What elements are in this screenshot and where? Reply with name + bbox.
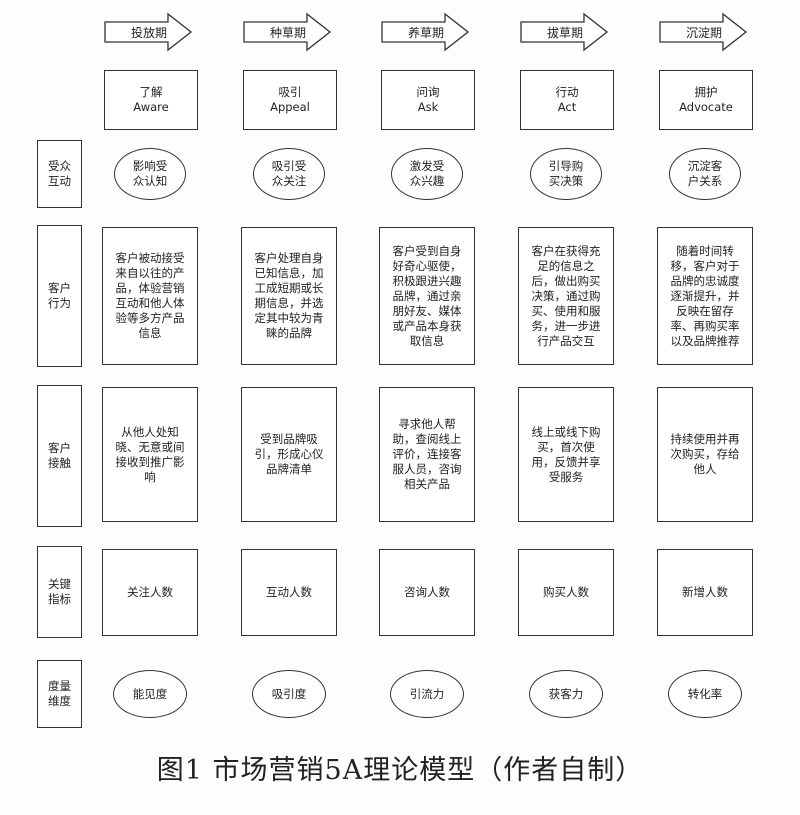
customer-touch-box: 线上或线下购买，首次使用，反馈并享受服务 xyxy=(518,387,614,522)
customer-behavior-box: 客户受到自身好奇心驱使，积极跟进兴趣品牌，通过亲朋好友、媒体或产品本身获取信息 xyxy=(379,227,475,365)
stage-name-cn: 吸引 xyxy=(278,85,302,99)
stage-name-en: Aware xyxy=(133,100,169,114)
phase-label: 拔草期 xyxy=(546,25,583,40)
ellipse-text: 影响受众认知 xyxy=(132,159,168,188)
row-label-measurement: 度量维度 xyxy=(37,660,82,728)
row-label-text: 受众互动 xyxy=(48,159,71,188)
key-metrics-box: 购买人数 xyxy=(518,549,614,636)
customer-touch-box: 从他人处知晓、无意或间接收到推广影响 xyxy=(102,387,198,522)
ellipse-text: 激发受众兴趣 xyxy=(409,159,445,188)
customer-behavior-box: 客户在获得充足的信息之后，做出购买决策，通过购买、使用和服务，进一步进行产品交互 xyxy=(518,227,614,365)
phase-label: 养草期 xyxy=(407,25,444,40)
stage-name-cn: 行动 xyxy=(555,85,579,99)
customer-behavior-box: 客户被动接受来自以往的产品，体验营销互动和他人体验等多方产品信息 xyxy=(102,227,198,365)
ellipse-text: 能见度 xyxy=(132,686,168,701)
stage-name-cn: 问询 xyxy=(416,85,440,99)
ellipse-text: 获客力 xyxy=(548,686,584,701)
measurement-ellipse: 吸引度 xyxy=(252,670,326,718)
ellipse-text: 引流力 xyxy=(409,686,445,701)
customer-touch-box: 持续使用并再次购买，存给他人 xyxy=(657,387,753,522)
customer-touch-box: 受到品牌吸引，形成心仪品牌清单 xyxy=(241,387,337,522)
figure-caption: 图1 市场营销5A理论模型（作者自制） xyxy=(156,755,644,786)
phase-arrow: 沉淀期 xyxy=(659,12,749,52)
audience-interaction-ellipse: 沉淀客户关系 xyxy=(669,148,741,200)
measurement-ellipse: 能见度 xyxy=(113,670,187,718)
ellipse-text: 引导购买决策 xyxy=(548,159,584,188)
ellipse-text: 吸引度 xyxy=(271,686,307,701)
phase-label: 沉淀期 xyxy=(685,25,722,40)
phase-arrow: 投放期 xyxy=(104,12,194,52)
audience-interaction-ellipse: 激发受众兴趣 xyxy=(391,148,463,200)
stage-name-en: Advocate xyxy=(679,100,733,114)
key-metrics-box: 关注人数 xyxy=(102,549,198,636)
stage-name-en: Act xyxy=(557,100,577,114)
ellipse-text: 吸引受众关注 xyxy=(271,159,307,188)
stage-name-en: Appeal xyxy=(270,100,310,114)
row-label-text: 度量维度 xyxy=(48,679,71,708)
key-metrics-box: 互动人数 xyxy=(241,549,337,636)
customer-behavior-box: 客户处理自身已知信息，加工成短期或长期信息，并选定其中较为青睐的品牌 xyxy=(241,227,337,365)
row-label-text: 客户行为 xyxy=(48,281,71,310)
stage-name-en: Ask xyxy=(417,100,439,114)
measurement-ellipse: 转化率 xyxy=(668,670,742,718)
row-label-text: 客户接触 xyxy=(48,441,71,470)
row-label-customer-behavior: 客户行为 xyxy=(37,225,82,367)
phase-arrow: 拔草期 xyxy=(520,12,610,52)
measurement-ellipse: 引流力 xyxy=(390,670,464,718)
audience-interaction-ellipse: 引导购买决策 xyxy=(530,148,602,200)
phase-arrow: 种草期 xyxy=(243,12,333,52)
measurement-ellipse: 获客力 xyxy=(529,670,603,718)
phase-label: 投放期 xyxy=(130,25,167,40)
customer-behavior-box: 随着时间转移，客户对于品牌的忠诚度逐渐提升，并反映在留存率、再购买率以及品牌推荐 xyxy=(657,227,753,365)
key-metrics-box: 咨询人数 xyxy=(379,549,475,636)
stage-name-cn: 拥护 xyxy=(694,85,718,99)
row-label-customer-touch: 客户接触 xyxy=(37,385,82,527)
row-label-key-metrics: 关键指标 xyxy=(37,546,82,638)
row-label-audience-interaction: 受众互动 xyxy=(37,140,82,208)
audience-interaction-ellipse: 吸引受众关注 xyxy=(253,148,325,200)
ellipse-text: 沉淀客户关系 xyxy=(687,159,723,188)
stage-name-cn: 了解 xyxy=(139,85,163,99)
phase-label: 种草期 xyxy=(269,25,306,40)
key-metrics-box: 新增人数 xyxy=(657,549,753,636)
row-label-text: 关键指标 xyxy=(48,577,71,606)
ellipse-text: 转化率 xyxy=(687,686,723,701)
audience-interaction-ellipse: 影响受众认知 xyxy=(114,148,186,200)
customer-touch-box: 寻求他人帮助，查阅线上评价，连接客服人员，咨询相关产品 xyxy=(379,387,475,522)
phase-arrow: 养草期 xyxy=(381,12,471,52)
